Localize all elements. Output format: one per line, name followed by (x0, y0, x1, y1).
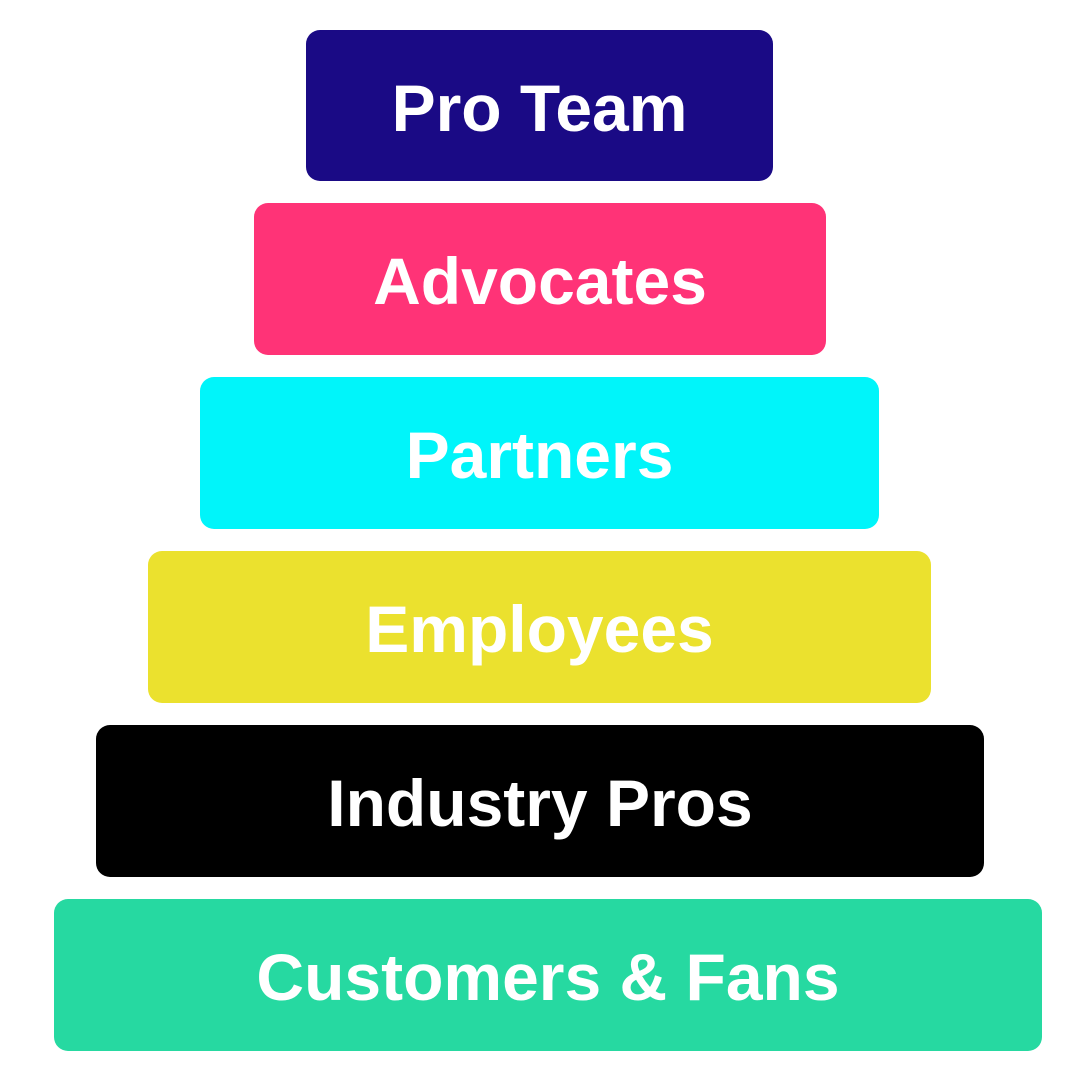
tier-advocates: Advocates (254, 203, 826, 355)
tier-label: Customers & Fans (256, 940, 840, 1014)
tier-label: Employees (365, 592, 714, 666)
tier-customers-fans: Customers & Fans (54, 899, 1042, 1051)
tier-label: Pro Team (391, 70, 688, 145)
tier-industry-pros: Industry Pros (96, 725, 984, 877)
tier-label: Industry Pros (327, 766, 753, 840)
tier-partners: Partners (200, 377, 879, 529)
tier-label: Advocates (373, 244, 707, 318)
tier-label: Partners (405, 418, 674, 492)
tier-employees: Employees (148, 551, 931, 703)
tier-pro-team: Pro Team (306, 30, 773, 181)
